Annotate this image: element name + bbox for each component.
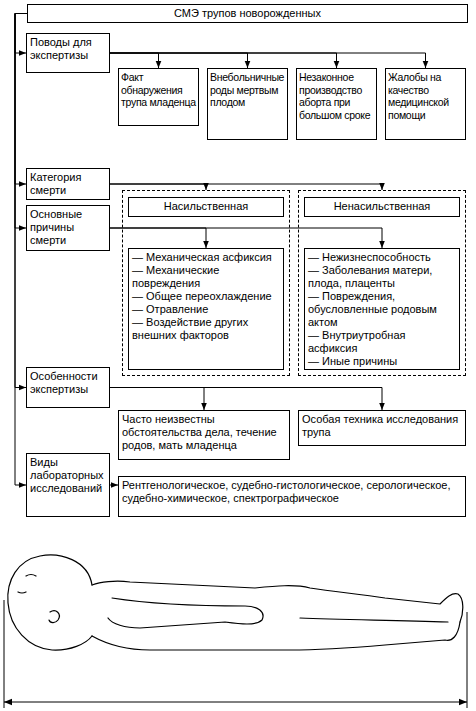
category-box: Категория смерти xyxy=(26,168,110,200)
list-box: — Нежизнеспособность— Заболевания матери… xyxy=(304,248,460,370)
box-label: — Нежизнеспособность xyxy=(308,251,456,264)
list-box: — Механическая асфиксия— Механические по… xyxy=(128,248,284,370)
dashed-group: Ненасильственная — Нежизнеспособность— За… xyxy=(298,190,466,376)
connector-arrow xyxy=(15,14,27,486)
box-label: Виды лабораторных исследований xyxy=(30,456,106,495)
box-label: Часто неизвестны обстоятельства дела, те… xyxy=(122,413,286,452)
connector-arrow xyxy=(110,485,118,486)
reason-box: Внебольничные роды мертвым плодом xyxy=(207,68,288,140)
category-box: Основные причины смерти xyxy=(26,205,110,251)
box-label: — Иные причины xyxy=(308,355,456,368)
info-box: Часто неизвестны обстоятельства дела, те… xyxy=(118,410,290,460)
connector-arrow xyxy=(110,53,159,68)
box-label: — Механические повреждения xyxy=(132,264,280,290)
box-label: — Механическая асфиксия xyxy=(132,251,280,264)
box-label: Основные причины смерти xyxy=(30,208,106,247)
box-label: Особенности экспертизы xyxy=(30,370,106,396)
connector-arrow xyxy=(15,14,27,185)
box-label: Ненасильственная xyxy=(308,200,456,213)
box-label: Особая техника исследования трупа xyxy=(302,413,462,439)
infant-outline xyxy=(8,555,463,650)
box-label: — Воздействие других внешних факторов xyxy=(132,316,280,342)
connector-arrow xyxy=(15,14,27,229)
reason-box: Незаконное производство аборта при больш… xyxy=(296,68,377,140)
box-label: Категория смерти xyxy=(30,171,106,197)
category-box: Виды лабораторных исследований xyxy=(26,453,110,517)
connector-arrow xyxy=(15,14,27,388)
box-label: Внебольничные роды мертвым плодом xyxy=(210,71,285,109)
title-box: СМЭ трупов новорожденных xyxy=(27,4,468,23)
box-label: — Заболевания матери, плода, плаценты xyxy=(308,264,456,290)
box-label: Насильственная xyxy=(132,200,280,213)
heading-box: Насильственная xyxy=(128,197,284,217)
box-label: Незаконное производство аборта при больш… xyxy=(299,71,374,121)
category-box: Особенности экспертизы xyxy=(26,367,110,408)
info-box: Рентгенологическое, судебно-гистологичес… xyxy=(118,476,466,517)
box-label: Рентгенологическое, судебно-гистологичес… xyxy=(122,479,462,505)
box-label: Поводы для экспертизы xyxy=(30,36,106,62)
box-label: Жалобы на качество медицинской помощи xyxy=(388,71,463,121)
connector-arrow xyxy=(110,388,382,411)
box-label: СМЭ трупов новорожденных xyxy=(31,7,464,20)
dashed-group: Насильственная — Механическая асфиксия— М… xyxy=(122,190,290,376)
connector-arrow xyxy=(110,228,206,248)
box-label: — Повреждения, обусловленные родовым акт… xyxy=(308,290,456,329)
connector-arrow xyxy=(110,53,248,68)
connector-arrow xyxy=(110,388,204,411)
connector-arrow xyxy=(110,184,382,190)
info-box: Особая техника исследования трупа xyxy=(298,410,466,446)
box-label: — Внутриутробная асфиксия xyxy=(308,329,456,355)
box-label: — Общее переохлаждение xyxy=(132,290,280,303)
connector-arrow xyxy=(110,53,337,68)
heading-box: Ненасильственная xyxy=(304,197,460,217)
category-box: Поводы для экспертизы xyxy=(26,33,110,73)
box-label: — Отравление xyxy=(132,303,280,316)
connector-arrow xyxy=(110,53,426,68)
connector-arrow xyxy=(110,184,206,190)
connector-arrow xyxy=(15,14,27,54)
box-label: Факт обнаружения трупа младенца xyxy=(121,71,196,109)
dimension-line xyxy=(4,600,467,708)
connector-arrow xyxy=(110,228,382,248)
reason-box: Факт обнаружения трупа младенца xyxy=(118,68,199,126)
reason-box: Жалобы на качество медицинской помощи xyxy=(385,68,466,140)
